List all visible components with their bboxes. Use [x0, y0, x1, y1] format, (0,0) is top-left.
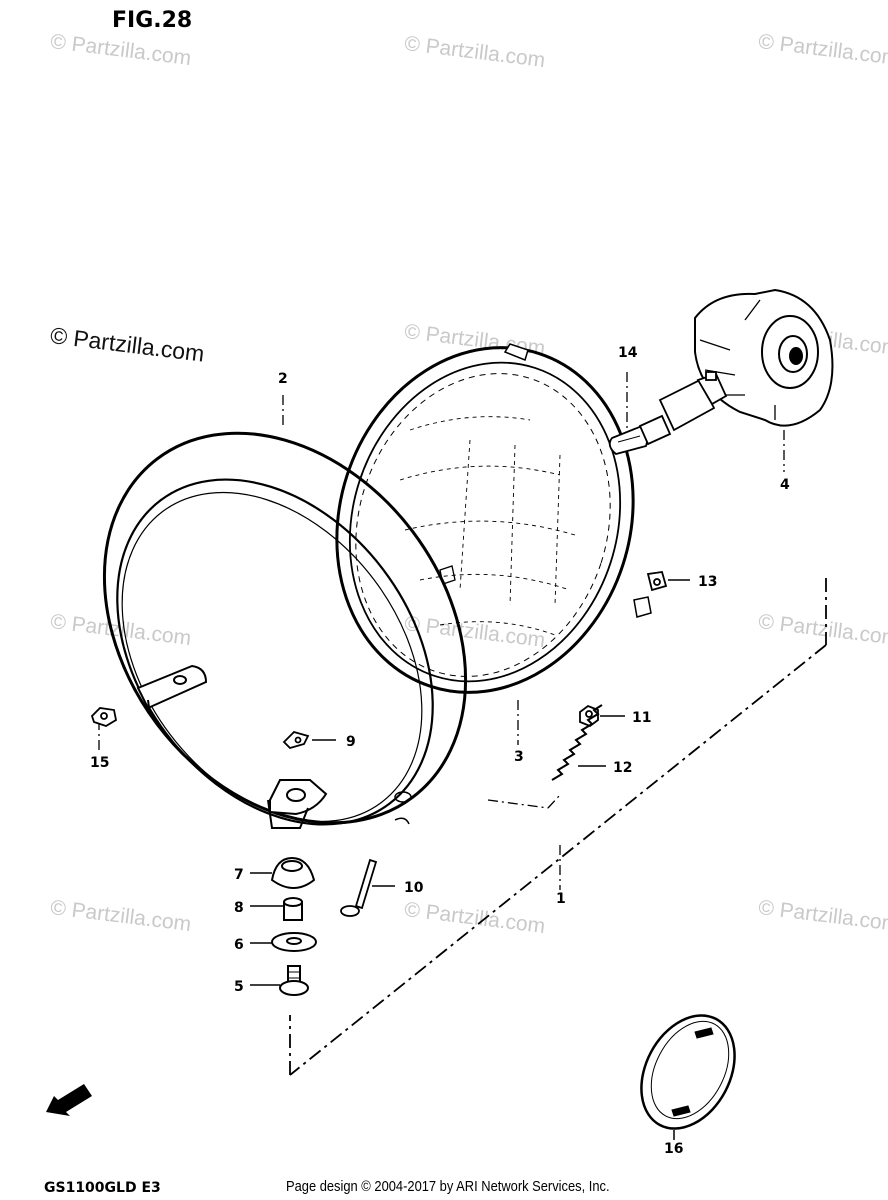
- cushion: [270, 856, 316, 889]
- part-label-2: 2: [278, 371, 288, 387]
- bulb: [608, 371, 728, 455]
- front-arrow-icon: [46, 1084, 92, 1116]
- spacer: [283, 897, 303, 921]
- clip-15: [90, 707, 118, 727]
- rim-bracket-bottom: [267, 779, 328, 829]
- figure-title: FIG.28: [112, 8, 193, 33]
- washer: [271, 932, 317, 952]
- adjusting-screw: [340, 858, 378, 917]
- part-label-4: 4: [780, 477, 790, 493]
- part-label-8: 8: [234, 900, 244, 916]
- assembly-bracket: [289, 578, 827, 1076]
- model-code: GS1100GLD E3: [44, 1180, 161, 1196]
- socket-cover: [694, 288, 834, 427]
- part-label-1: 1: [556, 891, 566, 907]
- headlight-rim-ring: [102, 431, 468, 826]
- part-label-15: 15: [90, 755, 109, 771]
- part-label-7: 7: [234, 867, 244, 883]
- part-label-5: 5: [234, 979, 244, 995]
- part-label-9: 9: [346, 734, 356, 750]
- part-label-16: 16: [664, 1141, 683, 1157]
- nut-plate: [646, 570, 668, 592]
- clip-9: [282, 730, 310, 750]
- part-label-14: 14: [618, 345, 638, 361]
- spring: [551, 704, 603, 781]
- part-label-3: 3: [514, 749, 524, 765]
- bolt: [279, 965, 309, 996]
- page-footer: Page design © 2004-2017 by ARI Network S…: [286, 1178, 610, 1195]
- leader-lines: [98, 372, 785, 890]
- part-label-12: 12: [613, 760, 632, 776]
- rim-bracket-left: [136, 664, 208, 716]
- part-label-11: 11: [632, 710, 651, 726]
- nut: [579, 704, 599, 728]
- part-label-6: 6: [234, 937, 244, 953]
- headlight-unit-lens: [335, 343, 652, 694]
- part-label-13: 13: [698, 574, 717, 590]
- reflector: [640, 1014, 736, 1130]
- part-label-10: 10: [404, 880, 424, 896]
